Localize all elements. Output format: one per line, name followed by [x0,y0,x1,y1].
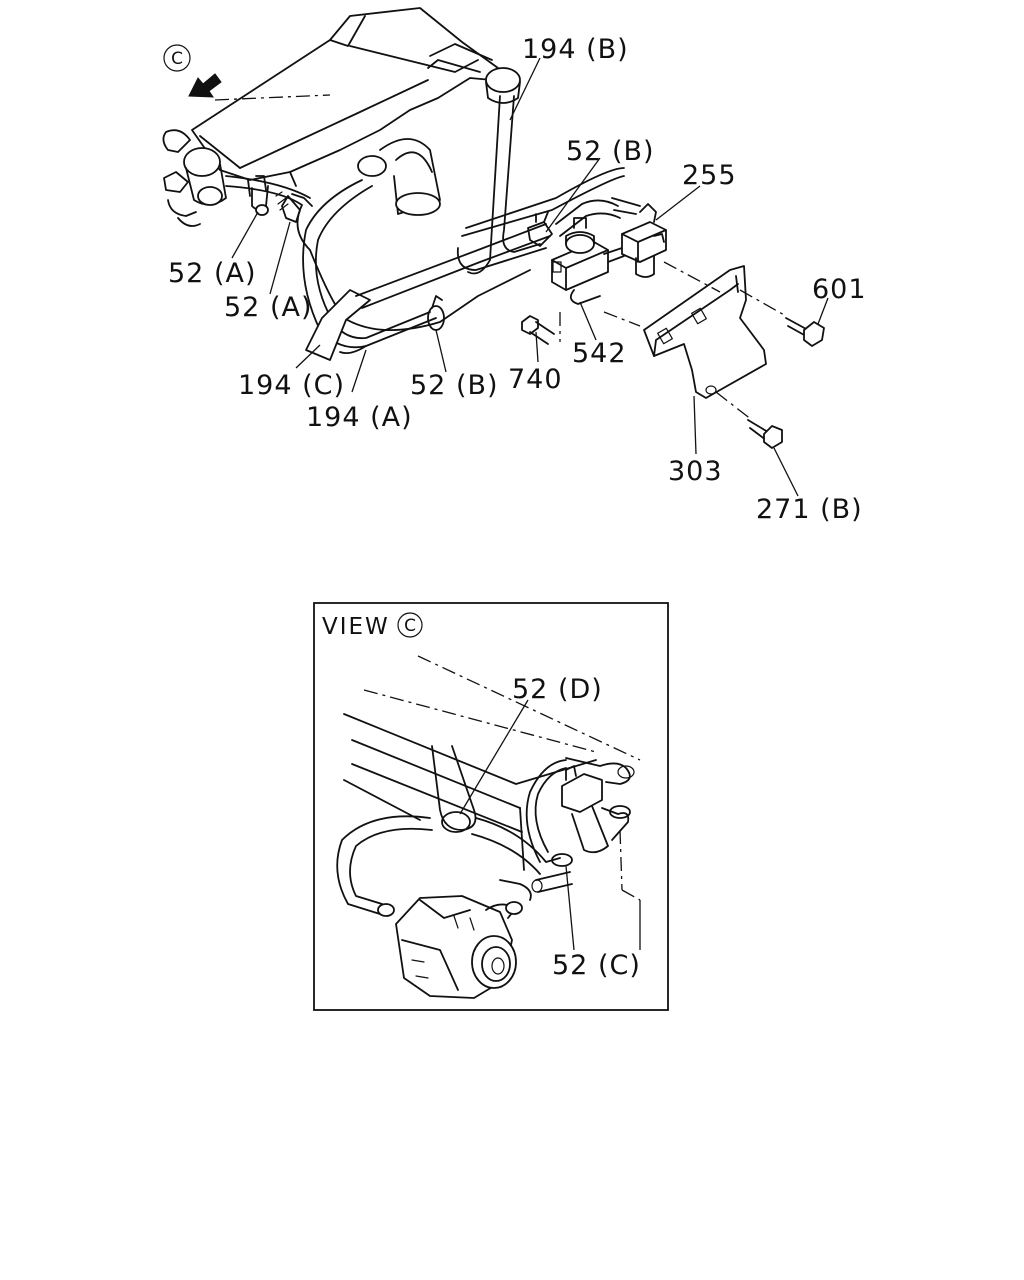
leader-lines [231,57,829,497]
bracket-303 [603,261,787,421]
inset-callout-52d: 52 (D) [512,674,603,705]
inset-hose-clip-52c [551,853,573,867]
callout-194a: 194 (A) [306,402,413,433]
callout-271b: 271 (B) [756,494,863,525]
hose-clip-52a-right [275,191,313,223]
water-outlet [162,129,227,227]
bolt-601 [785,317,825,347]
inset-water-fitting [561,757,641,950]
callout-255: 255 [682,160,737,191]
callout-601: 601 [812,274,867,305]
callout-labels: 194 (B) 52 (B) 255 601 52 (A) 52 (A) 542… [168,34,867,525]
view-direction-arrow [188,73,331,101]
oil-filler-cap [485,67,521,104]
vacuum-hose-194a [225,175,531,355]
inset-callout-52c: 52 (C) [552,950,641,981]
engine-head-cover [191,7,499,197]
intake-elbow [357,138,441,216]
inset-title-marker: C [404,616,416,636]
callout-194b: 194 (B) [522,34,629,65]
solenoid-valve-255 [611,197,667,278]
callout-542: 542 [572,338,627,369]
callout-52b-upper: 52 (B) [566,136,655,167]
hose-clip-52b-upper [527,211,553,247]
inset-vacuum-hose [336,745,567,917]
hose-sleeve-194c [305,223,551,361]
view-c-marker: C [163,44,191,72]
vacuum-hose-194b [456,95,625,275]
inset-alternator [395,895,523,999]
inset-pipe [499,871,573,901]
callout-52a-left: 52 (A) [168,258,256,289]
callout-194c: 194 (C) [238,370,345,401]
callout-52b-lower: 52 (B) [410,370,499,401]
callout-52a-right: 52 (A) [224,292,312,323]
hose-clip-52a-left [251,175,269,216]
vacuum-valve-542 [551,217,625,305]
inset-view-c: VIEW C [313,602,669,1011]
bolt-271b [747,419,783,449]
inset-title: VIEW [322,614,390,640]
main-assembly-drawing: C [162,7,867,525]
bolt-740 [521,312,561,345]
callout-740: 740 [508,364,563,395]
callout-303: 303 [668,456,723,487]
view-c-marker-letter: C [171,49,183,69]
hose-clip-52b-lower [427,295,445,331]
inset-hose-clip-52d [441,811,471,833]
